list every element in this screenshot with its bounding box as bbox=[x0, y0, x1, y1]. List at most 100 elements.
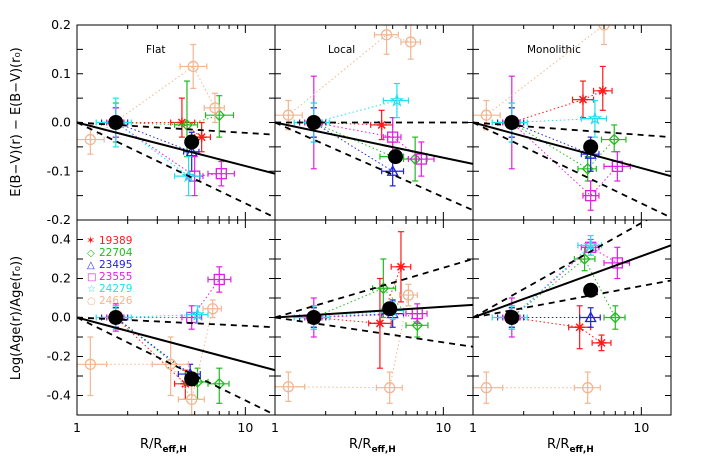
data-point bbox=[591, 334, 612, 352]
data-point bbox=[400, 25, 421, 60]
series-connector bbox=[115, 122, 192, 153]
legend-label: 22704 bbox=[99, 247, 133, 259]
marker-circle bbox=[165, 358, 177, 370]
mean-point bbox=[306, 310, 322, 325]
marker-asterisk bbox=[597, 85, 608, 96]
x-axis-label-left: R/Reff,H bbox=[140, 437, 187, 455]
marker-circle bbox=[84, 133, 96, 146]
y-axis-label-age: Log(Age(r)/Age(r₀)) bbox=[9, 256, 24, 380]
data-point bbox=[373, 25, 399, 55]
marker-circle bbox=[209, 102, 221, 114]
data-point bbox=[600, 124, 627, 153]
marker-circle bbox=[598, 25, 610, 31]
dashed-bound-line bbox=[275, 121, 473, 212]
mean-point bbox=[583, 282, 599, 298]
series-connector bbox=[313, 122, 416, 160]
x-axis-label-main: R/R bbox=[547, 437, 569, 452]
data-point bbox=[179, 43, 208, 89]
dashed-bound-line bbox=[473, 220, 649, 319]
marker-square bbox=[387, 131, 399, 143]
legend-item-19389: ✶ 19389 bbox=[86, 234, 132, 247]
data-point bbox=[399, 283, 418, 307]
marker-diamond bbox=[609, 311, 622, 324]
data-point bbox=[579, 307, 601, 328]
marker-circle bbox=[282, 109, 294, 121]
marker-circle bbox=[282, 381, 294, 393]
marker-diamond bbox=[213, 377, 226, 390]
data-point bbox=[186, 305, 209, 324]
legend-item-23495: △ 23495 bbox=[87, 259, 132, 271]
marker-asterisk bbox=[376, 119, 387, 130]
x-axis-label-sub: eff,H bbox=[371, 445, 395, 455]
series-23555 bbox=[502, 238, 631, 338]
marker-asterisk bbox=[176, 117, 187, 128]
mean-point bbox=[108, 115, 124, 130]
mean-point bbox=[504, 115, 520, 130]
y-tick-label: 0.0 bbox=[51, 115, 71, 130]
fit-line bbox=[473, 121, 671, 178]
series-connector bbox=[115, 122, 189, 177]
data-point bbox=[592, 65, 613, 111]
legend-label: 24279 bbox=[99, 283, 132, 295]
marker-circle bbox=[207, 303, 219, 315]
marker-diamond bbox=[608, 133, 621, 146]
series-24626 bbox=[275, 25, 421, 131]
mean-point bbox=[108, 310, 124, 325]
marker-circle bbox=[480, 382, 492, 394]
series-connector bbox=[115, 279, 220, 318]
data-point bbox=[170, 97, 196, 138]
legend: ✶ 19389 ◇ 22704 △ 23495 □ 23555 ☆ 24279 … bbox=[86, 234, 133, 307]
series-22704 bbox=[502, 102, 627, 182]
series-24626 bbox=[77, 299, 222, 415]
series-connector bbox=[90, 308, 214, 401]
data-point bbox=[375, 371, 403, 404]
marker-circle bbox=[582, 382, 594, 394]
data-point bbox=[580, 99, 608, 138]
x-tick-label: 1 bbox=[271, 420, 279, 435]
data-point bbox=[473, 371, 504, 404]
marker-star bbox=[583, 237, 598, 252]
legend-item-24279: ☆ 24279 bbox=[87, 283, 132, 295]
x-axis-label-main: R/R bbox=[140, 437, 162, 452]
legend-marker-triangle: △ bbox=[87, 260, 95, 271]
x-axis-label-middle: R/Reff,H bbox=[349, 437, 396, 455]
y-tick-label: -0.1 bbox=[47, 163, 71, 178]
mean-point bbox=[583, 139, 599, 155]
series-23555 bbox=[502, 75, 631, 211]
panel-plot-area bbox=[473, 25, 671, 219]
mean-point bbox=[504, 310, 520, 325]
legend-label: 24626 bbox=[99, 295, 133, 307]
legend-item-22704: ◇ 22704 bbox=[87, 247, 133, 259]
marker-circle bbox=[405, 36, 417, 48]
data-point bbox=[203, 92, 225, 124]
data-point bbox=[582, 180, 600, 211]
legend-marker-circle: ○ bbox=[87, 296, 96, 307]
marker-asterisk bbox=[577, 94, 588, 105]
data-point bbox=[368, 277, 392, 369]
series-connector bbox=[115, 314, 198, 318]
legend-item-23555: □ 23555 bbox=[87, 271, 132, 283]
legend-label: 23555 bbox=[99, 271, 132, 283]
data-point bbox=[407, 141, 435, 177]
series-19389 bbox=[502, 305, 612, 352]
x-tick-label: 1 bbox=[469, 420, 477, 435]
data-point bbox=[573, 371, 601, 404]
series-connector bbox=[511, 122, 618, 197]
data-point bbox=[207, 367, 230, 404]
series-24626 bbox=[473, 25, 616, 131]
marker-square bbox=[215, 168, 227, 180]
y-tick-label: -0.4 bbox=[47, 388, 71, 403]
mean-point bbox=[382, 301, 398, 317]
x-axis-label-main: R/R bbox=[349, 437, 371, 452]
marker-star bbox=[389, 92, 405, 107]
marker-star bbox=[190, 306, 205, 321]
series-connector bbox=[90, 65, 216, 141]
x-tick-label: 1 bbox=[73, 420, 81, 435]
mean-point bbox=[184, 134, 200, 150]
y-axis-label-ebv: E(B−V)(r) − E(B−V)(r₀) bbox=[9, 47, 24, 196]
data-point bbox=[207, 266, 232, 293]
dashed-bound-line bbox=[275, 258, 473, 319]
x-axis-label-sub: eff,H bbox=[569, 445, 593, 455]
